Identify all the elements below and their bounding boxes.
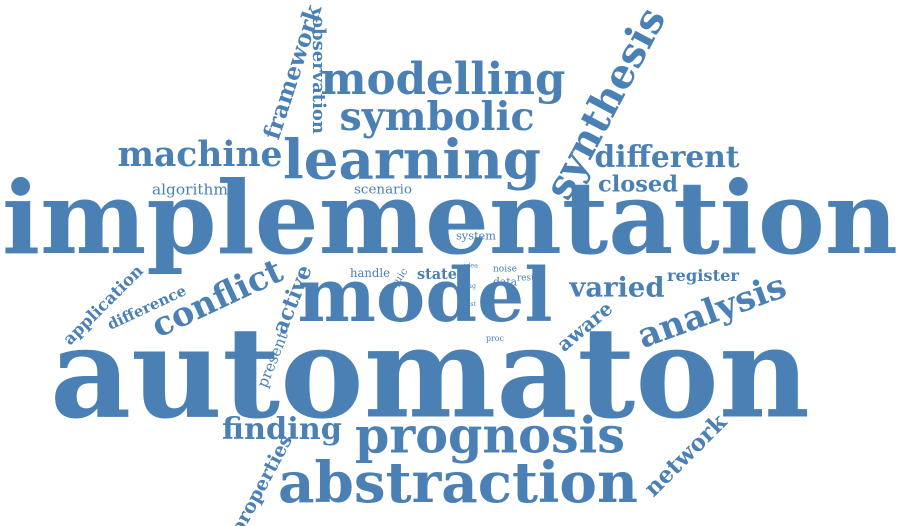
word-observation: observation bbox=[308, 15, 330, 135]
word-test: test bbox=[464, 301, 476, 308]
word-proc: proc bbox=[486, 334, 504, 343]
word-handle: handle bbox=[350, 266, 390, 280]
word-automaton: automaton bbox=[50, 298, 810, 447]
word-model: model bbox=[297, 252, 553, 339]
word-symbolic: symbolic bbox=[339, 94, 535, 140]
word-register: register bbox=[667, 266, 739, 285]
word-bug: bug bbox=[464, 283, 476, 290]
word-finding: finding bbox=[222, 412, 342, 447]
word-system: system bbox=[456, 228, 496, 243]
word-state: state bbox=[417, 266, 457, 283]
word-different: different bbox=[594, 139, 740, 174]
word-algorithm: algorithm bbox=[152, 180, 228, 199]
word-learning: learning bbox=[283, 127, 541, 192]
word-idea: idea bbox=[464, 261, 478, 270]
word-prognosis: prognosis bbox=[355, 406, 625, 465]
word-data: data bbox=[493, 275, 517, 289]
word-noise: noise bbox=[493, 264, 517, 275]
word-implementation: implementation bbox=[2, 159, 898, 277]
word-closed: closed bbox=[598, 171, 678, 198]
word-scenario: scenario bbox=[354, 181, 412, 198]
word-abstraction: abstraction bbox=[278, 450, 638, 516]
word-varied: varied bbox=[569, 271, 665, 304]
word-result: result bbox=[517, 273, 543, 284]
word-machine: machine bbox=[117, 135, 283, 175]
word-modelling: modelling bbox=[320, 54, 566, 105]
